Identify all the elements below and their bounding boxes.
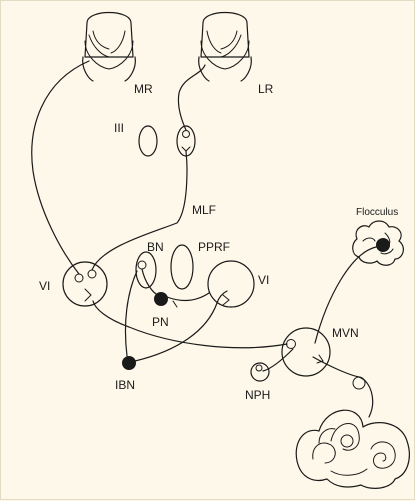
abducens-synapse: [84, 288, 92, 302]
nph-nucleus: [250, 362, 270, 382]
label-lr: LR: [258, 82, 274, 96]
abducens-internuclear-neuron: [87, 269, 97, 279]
right-abducens-nucleus: [207, 260, 255, 308]
vestibular-nerve: [312, 356, 374, 418]
ibn-to-vi: [134, 290, 228, 362]
label-mlf: MLF: [192, 203, 216, 217]
flocculus-structure: [352, 220, 404, 266]
burst-neuron-area: [135, 251, 157, 289]
vi-synapse: [222, 294, 230, 306]
bn-to-ibn: [124, 270, 138, 357]
mvn-nucleus: [281, 327, 331, 377]
label-vi-left: VI: [39, 279, 50, 293]
pn-to-vi: [166, 292, 210, 302]
label-mvn: MVN: [332, 326, 359, 340]
left-eye: [82, 12, 136, 82]
mvn-to-nph: [262, 348, 294, 372]
label-flocculus: Flocculus: [356, 207, 398, 218]
oculomotor-axon: [177, 64, 206, 131]
pn-synapse-mark: [172, 300, 178, 308]
label-iii: III: [114, 121, 124, 135]
label-mr: MR: [134, 82, 153, 96]
flocculus-to-mvn: [314, 246, 377, 344]
labyrinth: [295, 409, 410, 489]
pn-neuron: [154, 292, 168, 306]
abducens-motoneuron: [74, 273, 84, 283]
label-nph: NPH: [245, 388, 270, 402]
burst-neuron: [137, 260, 147, 270]
pprf-nucleus: [170, 244, 194, 290]
label-ibn: IBN: [115, 378, 135, 392]
right-eye: [198, 12, 252, 82]
oculomotor-neuron: [182, 130, 190, 138]
left-abducens-nucleus: [62, 261, 108, 307]
floccular-purkinje-cell: [376, 238, 390, 252]
left-oculomotor-nucleus: [138, 125, 158, 157]
mvn-to-vi: [92, 300, 288, 349]
label-bn: BN: [147, 240, 164, 254]
label-pn: PN: [152, 315, 169, 329]
mvn-synapse: [316, 354, 324, 364]
nph-neuron: [255, 364, 263, 372]
mvn-neuron: [286, 339, 296, 349]
ibn-neuron: [122, 356, 136, 370]
bn-to-pn: [141, 268, 159, 296]
label-pprf: PPRF: [198, 240, 230, 254]
mlf-pathway: [91, 150, 188, 271]
label-vi-right: VI: [258, 273, 269, 287]
abducens-axon: [31, 60, 90, 275]
